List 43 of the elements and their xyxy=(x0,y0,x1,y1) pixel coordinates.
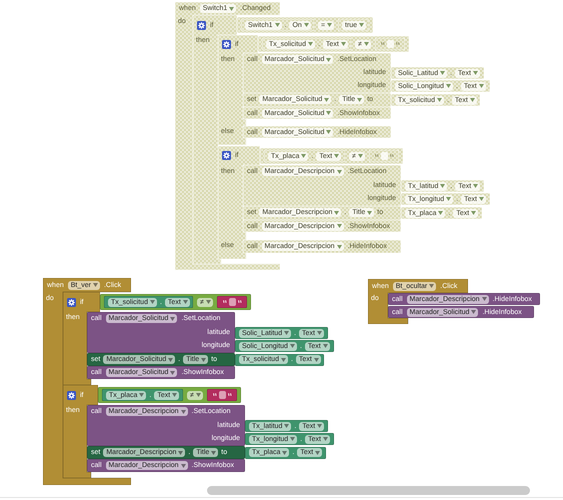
property-getter-block xyxy=(235,327,328,339)
property-setter-block xyxy=(243,206,401,220)
method-call-block xyxy=(243,126,391,138)
if-block xyxy=(63,292,100,385)
property-getter-block xyxy=(245,420,328,432)
method-call-block xyxy=(243,165,401,206)
compare-block xyxy=(258,36,409,52)
compare-block xyxy=(98,387,241,403)
compare-block xyxy=(260,148,403,164)
property-setter-block xyxy=(87,353,235,366)
if-block xyxy=(218,146,260,259)
property-getter-block xyxy=(235,340,334,352)
property-getter-block xyxy=(262,38,351,50)
property-getter-block xyxy=(401,207,482,219)
property-getter-block xyxy=(235,354,324,366)
compare-block xyxy=(237,17,373,33)
method-call-block xyxy=(243,220,401,232)
method-call-block xyxy=(388,293,540,305)
method-call-block xyxy=(388,306,534,318)
method-call-block xyxy=(243,107,391,119)
method-call-block xyxy=(87,312,235,353)
property-getter-block xyxy=(102,389,183,401)
property-getter-block xyxy=(104,296,193,308)
property-getter-block xyxy=(264,150,345,162)
property-getter-block xyxy=(245,433,334,445)
property-getter-block xyxy=(391,80,490,92)
method-call-block xyxy=(243,53,391,93)
if-block xyxy=(193,15,237,264)
method-call-block xyxy=(87,366,235,379)
if-block xyxy=(218,35,258,145)
property-getter-block xyxy=(391,67,484,79)
property-getter-block xyxy=(241,19,314,31)
property-getter-block xyxy=(401,180,484,192)
property-getter-block xyxy=(245,446,326,458)
property-getter-block xyxy=(391,94,480,106)
property-setter-block xyxy=(87,446,245,459)
compare-block xyxy=(100,294,251,310)
method-call-block xyxy=(87,459,245,472)
boolean-block xyxy=(338,19,369,31)
property-setter-block xyxy=(243,93,391,107)
method-call-block xyxy=(243,240,401,253)
property-getter-block xyxy=(401,193,490,205)
method-call-block xyxy=(87,405,245,446)
